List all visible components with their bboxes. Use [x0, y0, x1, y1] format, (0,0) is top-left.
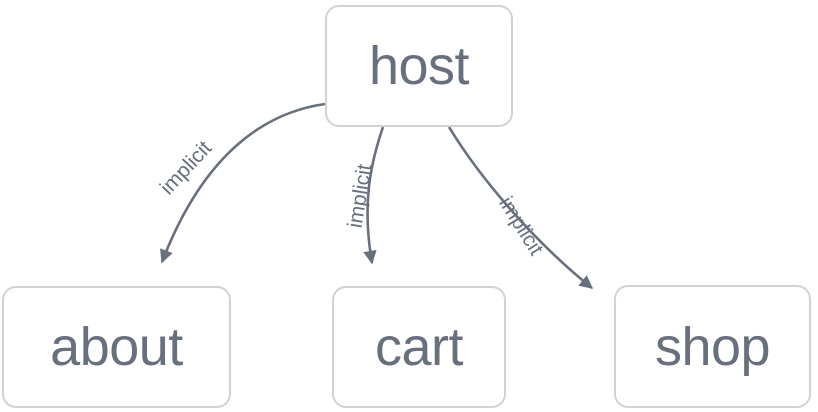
edge-host-cart [363, 126, 385, 265]
graph-node-host[interactable]: host [325, 5, 513, 127]
graph-node-cart[interactable]: cart [332, 286, 506, 408]
edge-host-about [160, 102, 326, 264]
node-label-cart: cart [374, 317, 464, 377]
graph-node-about[interactable]: about [2, 286, 231, 408]
node-label-about: about [50, 317, 183, 377]
graph-node-shop[interactable]: shop [614, 285, 811, 408]
node-label-shop: shop [654, 316, 771, 377]
node-label-host: host [368, 36, 470, 96]
edge-host-shop [447, 126, 594, 290]
